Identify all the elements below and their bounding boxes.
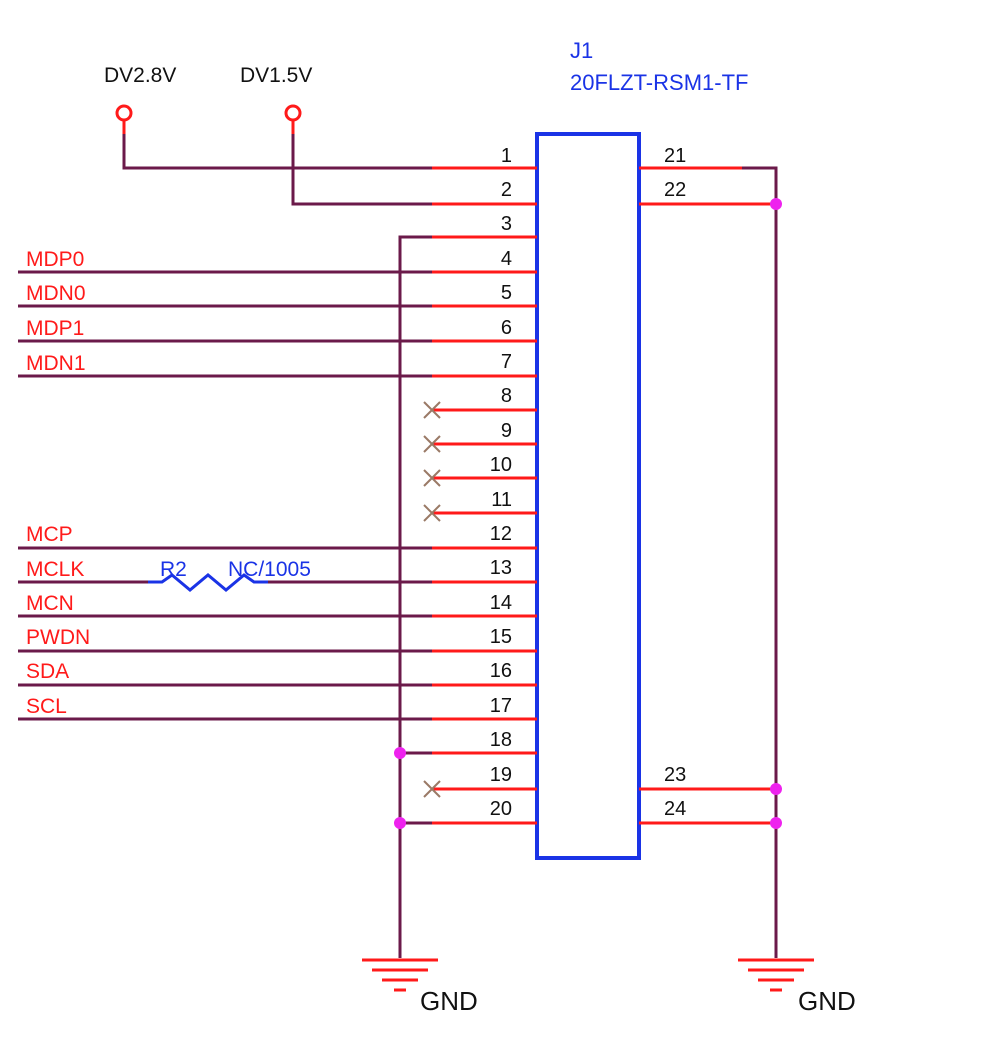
ground-label-right: GND <box>798 986 856 1016</box>
net-label-mdp1: MDP1 <box>26 317 84 340</box>
junction-dot-pin18 <box>394 747 406 759</box>
pin-number-1: 1 <box>501 145 512 167</box>
no-connect-pin19 <box>423 780 441 798</box>
ground-symbol-left <box>362 958 438 992</box>
pin-number-9: 9 <box>501 420 512 442</box>
wire-dv28 <box>122 134 432 170</box>
pin-number-10: 10 <box>490 454 512 476</box>
pin-number-21: 21 <box>664 145 686 167</box>
net-label-sda: SDA <box>26 660 69 683</box>
pin-number-5: 5 <box>501 282 512 304</box>
net-label-pwdn: PWDN <box>26 626 90 649</box>
pin-number-16: 16 <box>490 660 512 682</box>
pin-number-17: 17 <box>490 695 512 717</box>
no-connect-pin8 <box>423 401 441 419</box>
net-label-mdn1: MDN1 <box>26 352 86 375</box>
power-label-dv28: DV2.8V <box>104 64 176 87</box>
pin-number-15: 15 <box>490 626 512 648</box>
pin-number-20: 20 <box>490 798 512 820</box>
junction-dot-pin20 <box>394 817 406 829</box>
connector-refdes: J1 <box>570 38 593 63</box>
left-pin-numbers: 1 2 3 4 5 6 7 8 9 10 11 12 13 14 15 16 1… <box>490 145 512 820</box>
pin-number-2: 2 <box>501 179 512 201</box>
pin-number-3: 3 <box>501 213 512 235</box>
pin-number-4: 4 <box>501 248 512 270</box>
pin-number-18: 18 <box>490 729 512 751</box>
power-port-dv28 <box>115 104 133 122</box>
pin-number-24: 24 <box>664 798 686 820</box>
net-label-scl: SCL <box>26 695 67 718</box>
pin-number-6: 6 <box>501 317 512 339</box>
net-label-mclk: MCLK <box>26 558 84 581</box>
resistor-r2-refdes: R2 <box>160 558 187 581</box>
net-label-mdp0: MDP0 <box>26 248 84 271</box>
net-label-mcn: MCN <box>26 592 74 615</box>
pin-number-11: 11 <box>491 489 512 511</box>
no-connect-pin9 <box>423 435 441 453</box>
net-label-mdn0: MDN0 <box>26 282 86 305</box>
pin-number-14: 14 <box>490 592 512 614</box>
pin-number-7: 7 <box>501 351 512 373</box>
pin-number-12: 12 <box>490 523 512 545</box>
wire-dv15 <box>291 134 432 206</box>
pin-number-19: 19 <box>490 764 512 786</box>
no-connect-pin11 <box>423 504 441 522</box>
pin-number-22: 22 <box>664 179 686 201</box>
connector-body <box>535 132 641 860</box>
left-pin-stubs <box>432 166 537 825</box>
power-label-dv15: DV1.5V <box>240 64 312 87</box>
resistor-r2-symbol <box>148 573 268 592</box>
wire-left-gnd-bus <box>398 235 432 958</box>
net-label-mcp: MCP <box>26 523 73 546</box>
connector-part-number: 20FLZT-RSM1-TF <box>570 70 748 95</box>
wire-right-gnd-bus <box>742 166 778 958</box>
no-connect-pin10 <box>423 469 441 487</box>
pin-number-23: 23 <box>664 764 686 786</box>
ground-label-left: GND <box>420 986 478 1016</box>
right-pin-numbers: 21 22 23 24 <box>664 145 686 820</box>
pin-number-13: 13 <box>490 557 512 579</box>
power-port-dv15 <box>284 104 302 122</box>
junction-dot-pin23 <box>770 783 782 795</box>
pin-number-8: 8 <box>501 385 512 407</box>
resistor-r2-value: NC/1005 <box>228 558 311 581</box>
junction-dot-pin24 <box>770 817 782 829</box>
junction-dot-pin22 <box>770 198 782 210</box>
ground-symbol-right <box>738 958 814 992</box>
